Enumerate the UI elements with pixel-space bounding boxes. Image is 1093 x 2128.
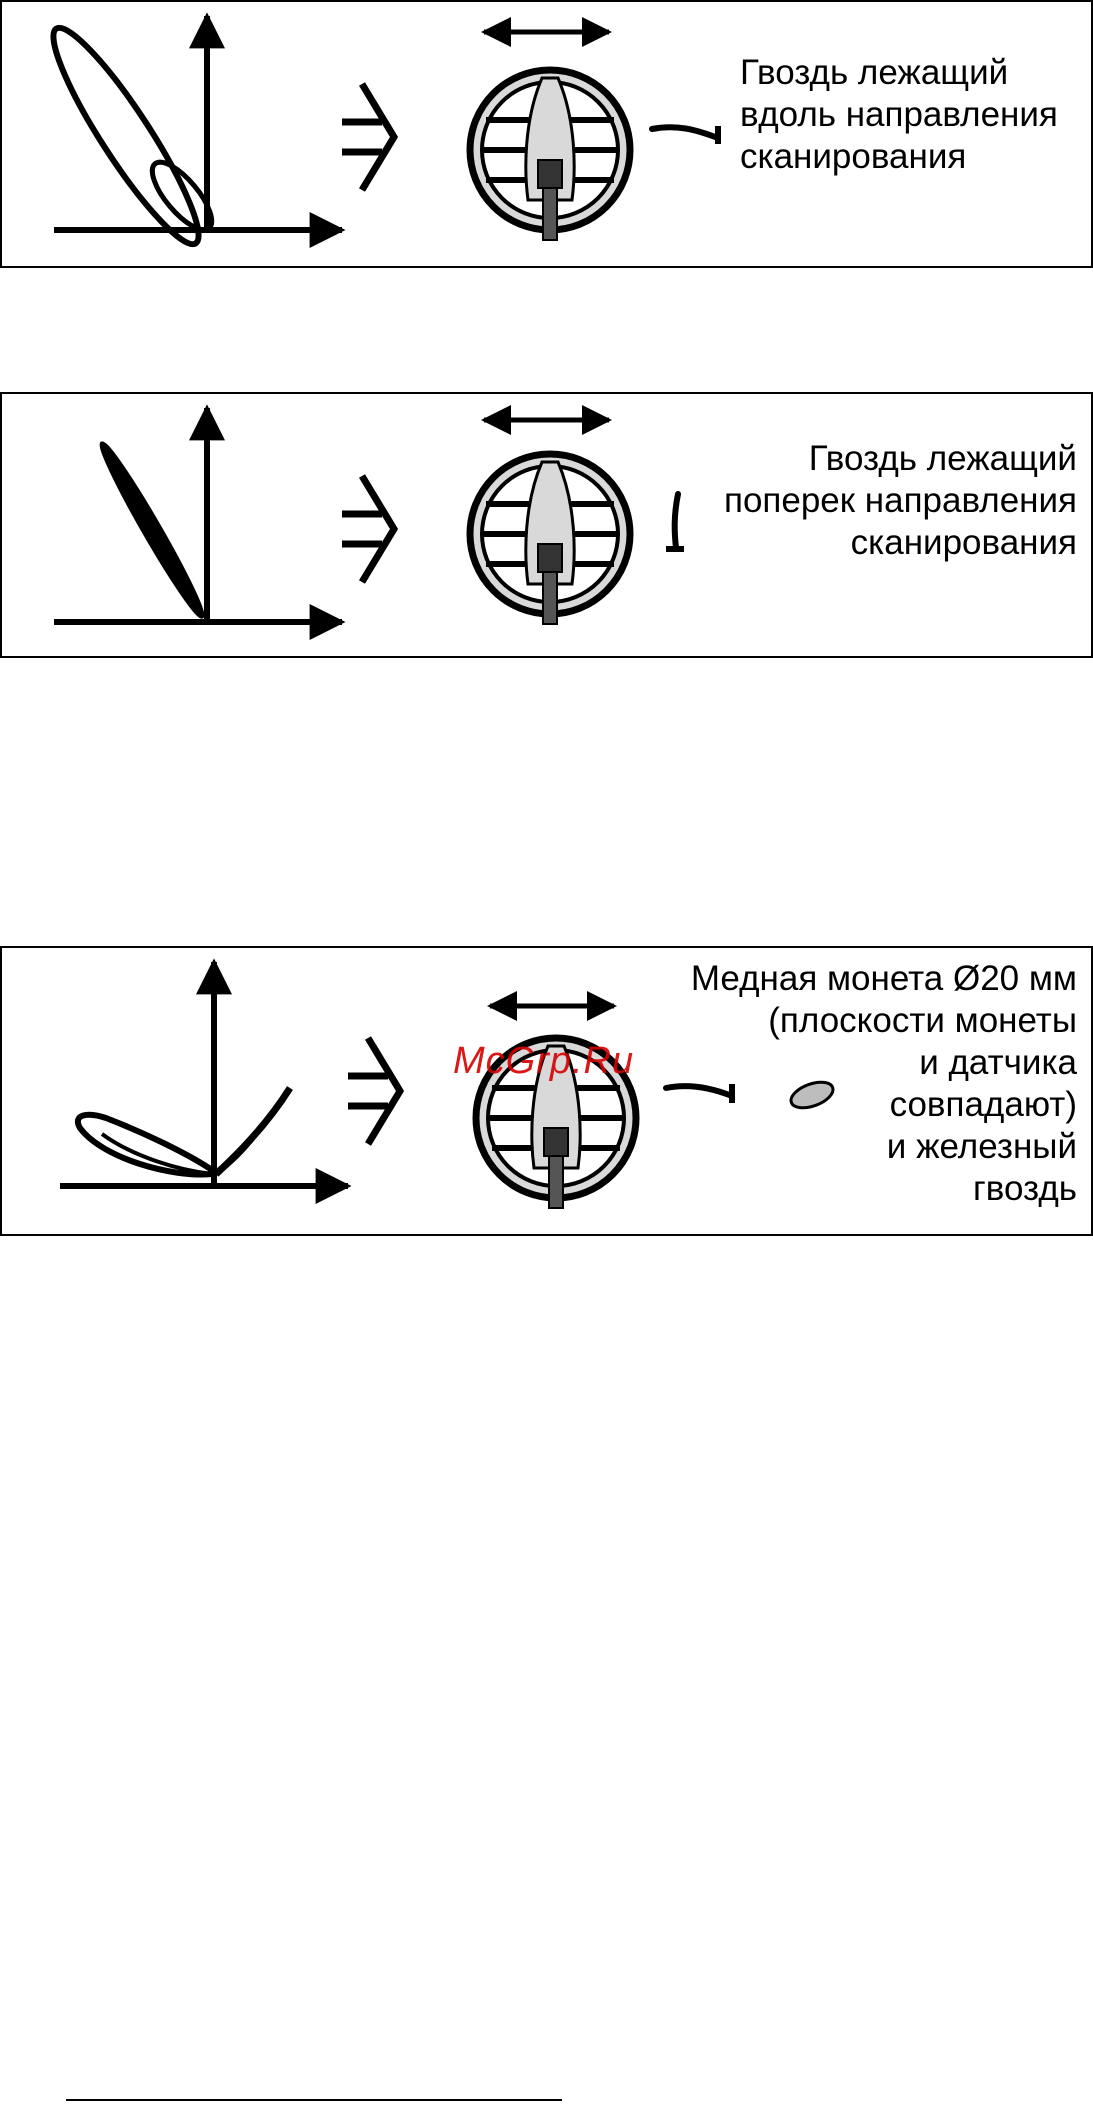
watermark: McGrp.Ru xyxy=(453,1040,634,1083)
caption-line: гвоздь xyxy=(691,1168,1077,1210)
double-arrow-icon xyxy=(342,84,394,190)
double-arrow-icon xyxy=(348,1038,400,1144)
caption-nail-across: Гвоздь лежащий поперек направления скани… xyxy=(724,438,1077,564)
diagram-panel-nail-along: Гвоздь лежащий вдоль направления сканиро… xyxy=(0,0,1093,268)
caption-line: Гвоздь лежащий xyxy=(740,52,1058,94)
caption-coin-and-nail: Медная монета Ø20 мм (плоскости монеты и… xyxy=(691,958,1077,1210)
coil-icon xyxy=(470,454,630,624)
caption-line: совпадают) xyxy=(691,1084,1077,1126)
caption-line: сканирования xyxy=(740,136,1058,178)
caption-line: сканирования xyxy=(724,522,1077,564)
caption-nail-along: Гвоздь лежащий вдоль направления сканиро… xyxy=(740,52,1058,178)
diagram-panel-nail-across: Гвоздь лежащий поперек направления скани… xyxy=(0,392,1093,658)
caption-line: Медная монета Ø20 мм xyxy=(691,958,1077,1000)
footnote-separator xyxy=(66,2099,562,2101)
coil-icon xyxy=(470,70,630,240)
axes-icon xyxy=(54,408,342,622)
caption-line: (плоскости монеты xyxy=(691,1000,1077,1042)
diagram-panel-coin-and-nail: Медная монета Ø20 мм (плоскости монеты и… xyxy=(0,946,1093,1236)
caption-line: поперек направления xyxy=(724,480,1077,522)
response-lobe-right xyxy=(216,1088,290,1174)
axes-icon xyxy=(60,962,348,1186)
nail-icon xyxy=(652,126,718,144)
caption-line: Гвоздь лежащий xyxy=(724,438,1077,480)
double-arrow-icon xyxy=(342,476,394,582)
response-lobe-large xyxy=(36,16,216,257)
caption-line: вдоль направления xyxy=(740,94,1058,136)
response-lobe-narrow xyxy=(95,439,209,620)
caption-line: и датчика xyxy=(691,1042,1077,1084)
response-lobe-left xyxy=(78,1115,212,1175)
nail-icon xyxy=(666,494,684,549)
caption-line: и железный xyxy=(691,1126,1077,1168)
axes-icon xyxy=(54,16,342,230)
